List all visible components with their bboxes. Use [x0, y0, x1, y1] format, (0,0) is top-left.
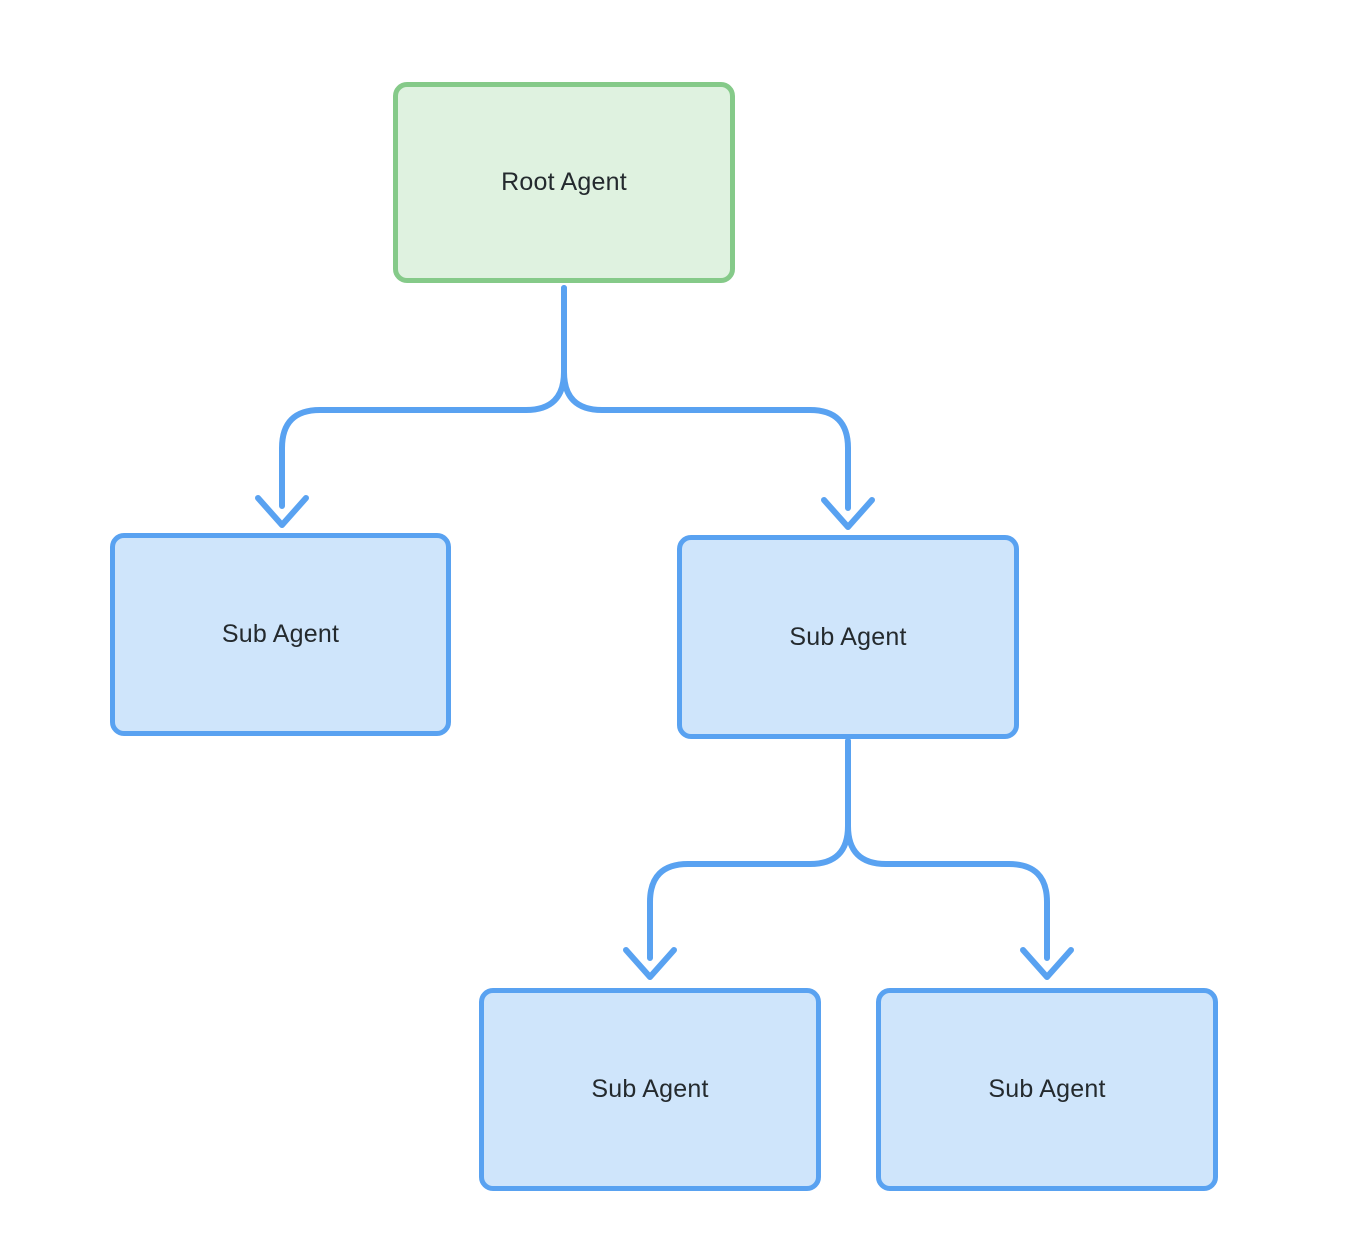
node-root-agent[interactable]: Root Agent [393, 82, 735, 283]
node-sub-agent-left[interactable]: Sub Agent [110, 533, 451, 736]
node-sub-agent-child-right-label: Sub Agent [988, 1075, 1106, 1103]
node-sub-agent-right-label: Sub Agent [789, 622, 907, 651]
edge-line [279, 285, 567, 509]
arrowhead-down-icon [255, 495, 309, 528]
node-root-agent-label: Root Agent [501, 168, 627, 196]
arrowhead-down-icon [1020, 947, 1074, 980]
edge-root-to-sub-right [561, 285, 875, 530]
edge-line [647, 738, 851, 961]
node-sub-agent-child-right[interactable]: Sub Agent [876, 988, 1218, 1191]
node-sub-agent-right[interactable]: Sub Agent [677, 535, 1019, 739]
arrowhead-down-icon [821, 497, 875, 530]
edge-sub-right-to-child-left [623, 738, 851, 980]
node-sub-agent-child-left[interactable]: Sub Agent [479, 988, 821, 1191]
node-sub-agent-child-left-label: Sub Agent [591, 1075, 709, 1103]
arrowhead-down-icon [623, 947, 677, 980]
edge-root-to-sub-left [255, 285, 567, 528]
edge-sub-right-to-child-right [845, 738, 1074, 980]
edge-line [845, 738, 1050, 961]
node-sub-agent-left-label: Sub Agent [221, 620, 340, 648]
edge-line [561, 285, 851, 511]
